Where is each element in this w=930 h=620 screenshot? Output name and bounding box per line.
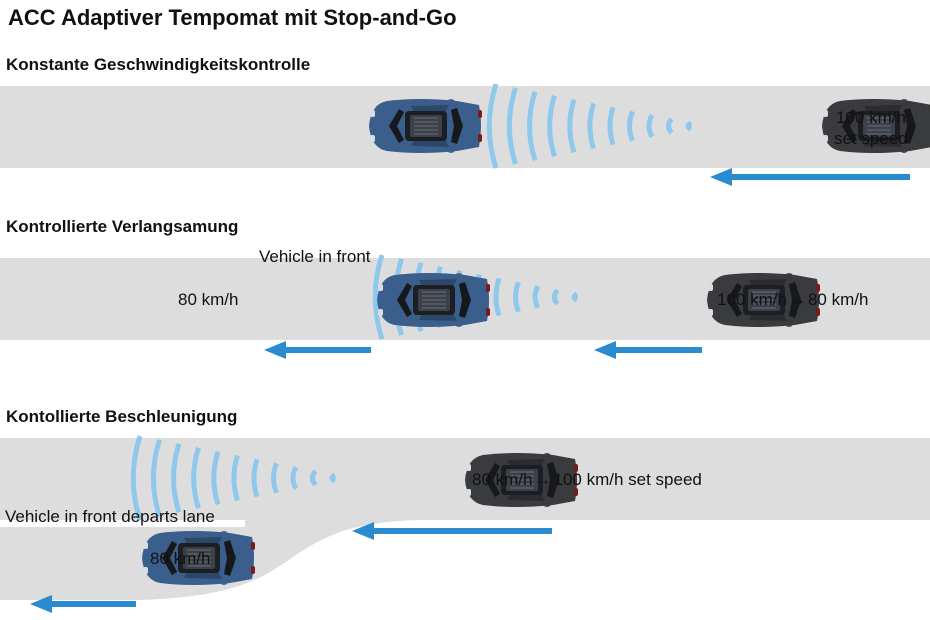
follow-car-speed-change: 100 km/h→80 km/h	[717, 290, 868, 310]
left-arrow-icon	[264, 341, 371, 359]
right-arrow-icon: →	[788, 290, 806, 309]
left-arrow-icon	[710, 168, 910, 186]
radar-arc	[685, 120, 693, 132]
lead-car-caption: Vehicle in front departs lane	[5, 507, 215, 526]
radar-wave-icon	[486, 83, 693, 169]
speed-line-2: set speed	[834, 129, 908, 148]
speed-from: 100 km/h	[717, 290, 787, 309]
lane-gap	[0, 520, 245, 527]
blue-car-top-view-icon	[368, 98, 483, 154]
follow-car-speed-label: 100 km/h set speed	[834, 107, 908, 149]
blue-car-top-view-icon	[376, 272, 491, 328]
radar-arc	[552, 288, 560, 306]
section-heading-constant-speed: Konstante Geschwindigkeitskontrolle	[6, 55, 311, 74]
speed-to: 100 km/h set speed	[553, 470, 702, 489]
radar-arc	[493, 277, 502, 317]
radar-arc	[211, 450, 221, 506]
speed-from: 80 km/h	[472, 470, 533, 489]
radar-arc	[513, 281, 521, 313]
speed-to: 80 km/h	[807, 290, 869, 309]
radar-arc	[372, 254, 385, 340]
radar-arc	[587, 102, 596, 150]
speed-line-1: 100 km/h	[836, 108, 906, 127]
lead-car-speed-label: 80 km/h	[178, 290, 239, 309]
radar-arc	[171, 443, 182, 513]
left-arrow-icon	[30, 595, 136, 613]
radar-arc	[646, 113, 655, 139]
radar-arc	[150, 439, 162, 517]
radar-arc	[607, 106, 616, 146]
radar-arc	[567, 98, 577, 154]
follow-car-speed-change: 80 km/h→100 km/h set speed	[472, 470, 702, 490]
radar-arc	[251, 458, 260, 498]
radar-arc	[527, 91, 538, 161]
left-arrow-icon	[594, 341, 702, 359]
left-arrow-icon	[352, 522, 552, 540]
radar-arc	[191, 446, 201, 510]
radar-arc	[130, 435, 143, 521]
right-arrow-icon: →	[534, 470, 552, 489]
section-heading-acceleration: Kontollierte Beschleunigung	[6, 407, 238, 426]
radar-arc	[547, 94, 557, 158]
lead-car-speed-label: 80 km/h	[150, 549, 211, 568]
lead-car-caption: Vehicle in front	[259, 247, 371, 266]
radar-arc	[310, 469, 318, 487]
radar-arc	[666, 117, 674, 135]
radar-arc	[627, 110, 635, 142]
radar-arc	[506, 87, 518, 165]
radar-arc	[486, 83, 499, 169]
section-heading-deceleration: Kontrollierte Verlangsamung	[6, 217, 239, 236]
radar-arc	[271, 462, 279, 494]
radar-arc	[571, 291, 579, 303]
radar-arc	[231, 454, 240, 502]
radar-arc	[290, 465, 299, 491]
radar-wave-icon	[130, 435, 337, 521]
radar-arc	[329, 472, 337, 484]
page-title: ACC Adaptiver Tempomat mit Stop-and-Go	[8, 5, 457, 30]
radar-arc	[532, 284, 541, 310]
